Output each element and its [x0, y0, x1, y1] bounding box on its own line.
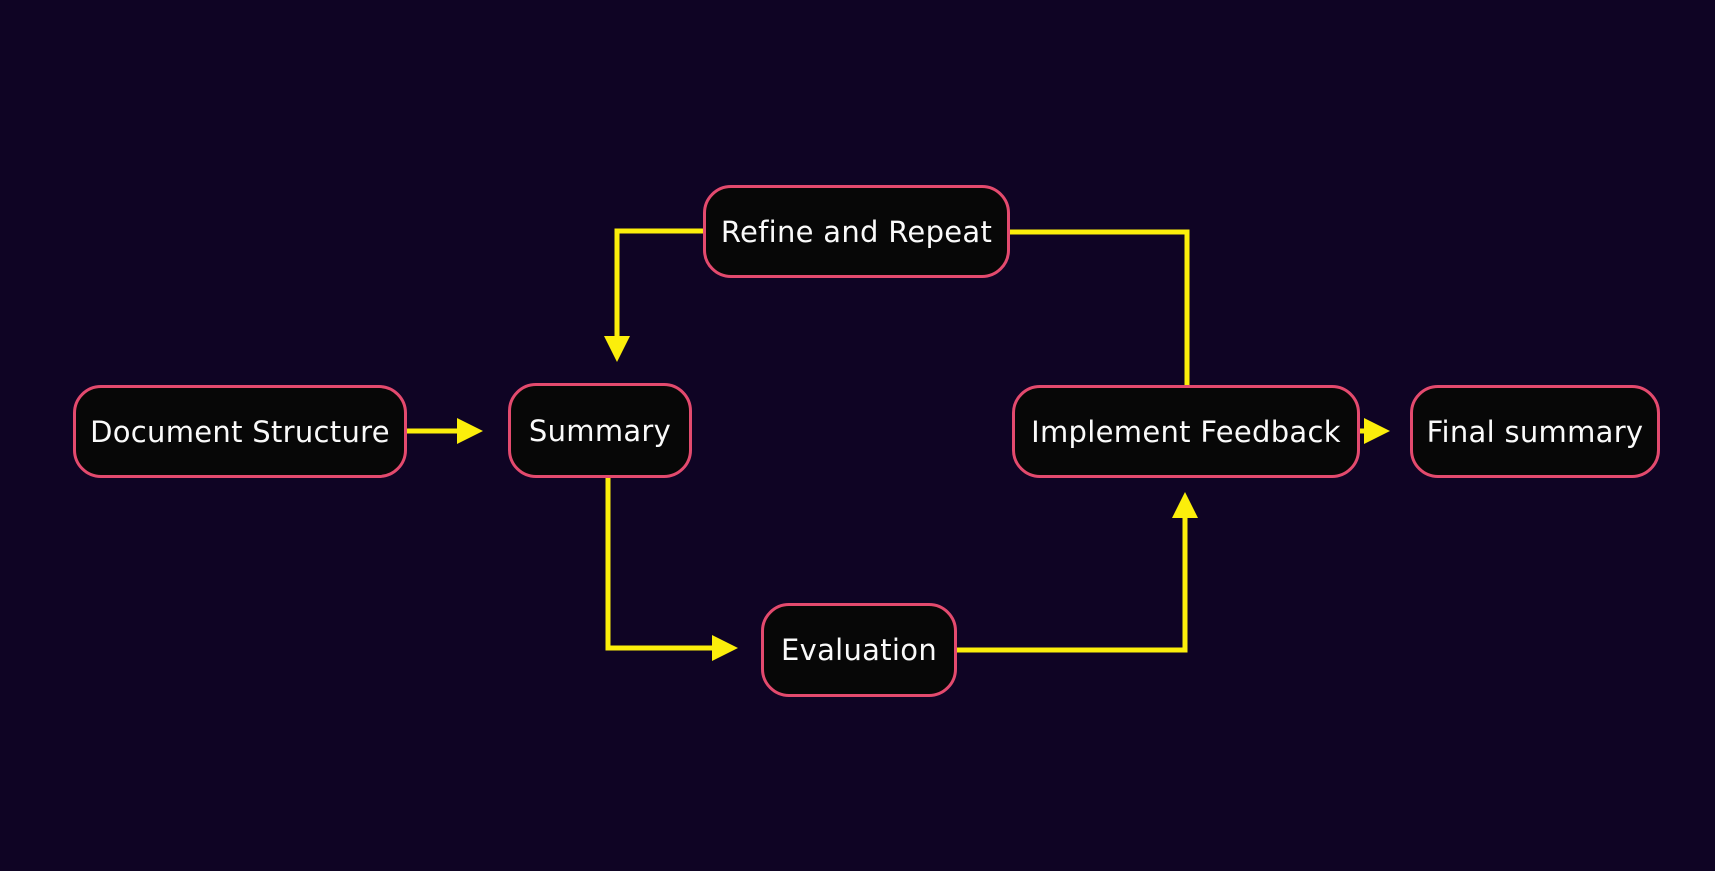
node-refine-and-repeat: Refine and Repeat — [703, 185, 1010, 278]
node-label: Final summary — [1426, 414, 1644, 449]
node-label: Refine and Repeat — [720, 214, 993, 249]
node-label: Implement Feedback — [1031, 414, 1341, 449]
node-label: Summary — [528, 413, 672, 448]
edge-summary-to-evaluation — [605, 478, 738, 661]
arrowhead — [604, 336, 630, 362]
node-label: Evaluation — [780, 633, 937, 667]
node-evaluation: Evaluation — [761, 603, 957, 697]
node-document-structure: Document Structure — [73, 385, 407, 478]
arrowhead — [712, 635, 738, 661]
edge-refine-and-repeat-to-summary — [604, 228, 703, 362]
node-implement-feedback: Implement Feedback — [1012, 385, 1360, 478]
edge-document-structure-to-summary — [407, 418, 483, 444]
node-final-summary: Final summary — [1410, 385, 1660, 478]
arrowhead — [1172, 492, 1198, 518]
node-summary: Summary — [508, 383, 692, 478]
edge-implement-feedback-to-refine-and-repeat — [1010, 229, 1190, 385]
node-label: Document Structure — [90, 414, 390, 449]
edge-implement-feedback-to-final-summary — [1360, 418, 1390, 444]
edge-evaluation-to-implement-feedback — [957, 492, 1198, 653]
arrowhead — [1364, 418, 1390, 444]
arrowhead — [457, 418, 483, 444]
